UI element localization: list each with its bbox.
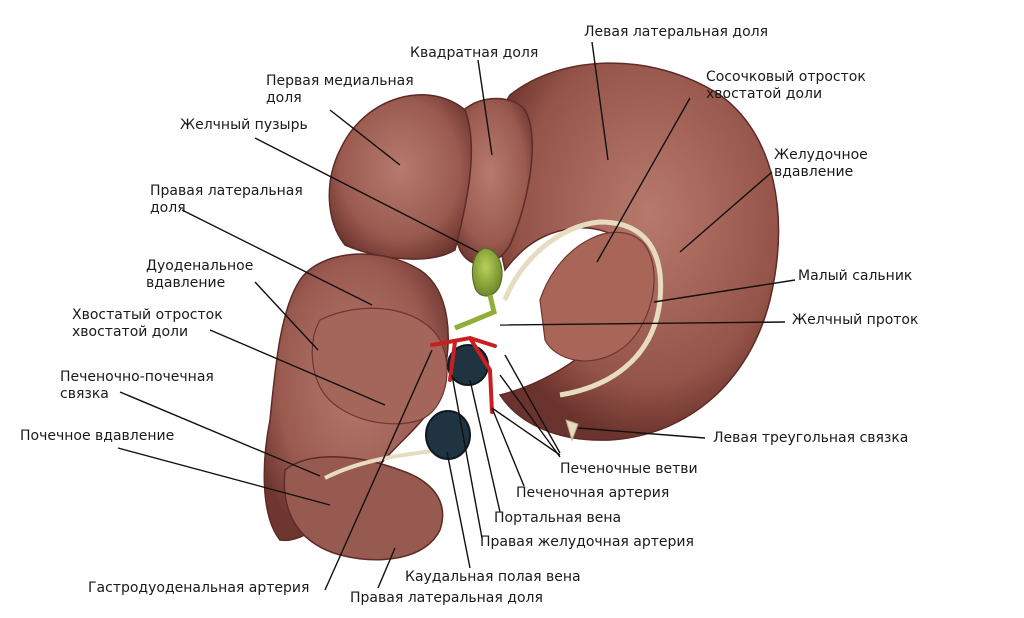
label-gallbladder: Желчный пузырь	[180, 117, 308, 133]
hepatic-artery-shape	[430, 335, 497, 414]
label-left-triangular-ligament: Левая треугольная связка	[713, 430, 909, 446]
renal-impression-shape	[283, 456, 444, 561]
right-medial-lobe-shape	[328, 94, 473, 260]
label-hepatorenal-ligament: Печеночно-почечная связка	[60, 369, 214, 402]
label-renal-impression: Почечное вдавление	[20, 428, 175, 444]
label-left-lateral-lobe: Левая латеральная доля	[584, 24, 769, 40]
label-hepatic-branches: Печеночные ветви	[560, 461, 698, 477]
label-bile-duct: Желчный проток	[792, 312, 919, 328]
label-portal-vein: Портальная вена	[494, 510, 622, 526]
left-triangular-ligament-shape	[565, 419, 579, 442]
label-right-lateral-lobe: Правая латеральная доля	[150, 183, 303, 216]
label-duodenal-impression: Дуоденальное вдавление	[146, 258, 254, 291]
label-right-lateral-lobe-bottom: Правая латеральная доля	[350, 590, 543, 606]
hepatorenal-ligament-ribbon	[324, 448, 441, 480]
label-gastric-impression: Желудочное вдавление	[774, 147, 868, 180]
label-gastroduodenal-artery: Гастродуоденальная артерия	[88, 580, 310, 596]
cystic-duct	[454, 294, 497, 331]
label-quadrate-lobe: Квадратная доля	[410, 45, 539, 61]
label-right-medial-lobe: Первая медиальная доля	[266, 73, 414, 106]
papillary-process-shape	[539, 231, 655, 362]
caudate-process-shape	[311, 307, 448, 425]
gallbladder-shape	[471, 247, 503, 297]
label-papillary-process: Сосочковый отросток хвостатой доли	[706, 69, 866, 102]
lesser-omentum-ribbon	[502, 219, 664, 398]
label-lesser-omentum: Малый сальник	[798, 268, 913, 284]
label-caudal-vena-cava: Каудальная полая вена	[405, 569, 581, 585]
label-right-gastric-artery: Правая желудочная артерия	[480, 534, 694, 550]
label-caudate-process: Хвостатый отросток хвостатой доли	[72, 307, 223, 340]
leader-lines	[117, 41, 796, 591]
label-hepatic-artery: Печеночная артерия	[516, 485, 670, 501]
